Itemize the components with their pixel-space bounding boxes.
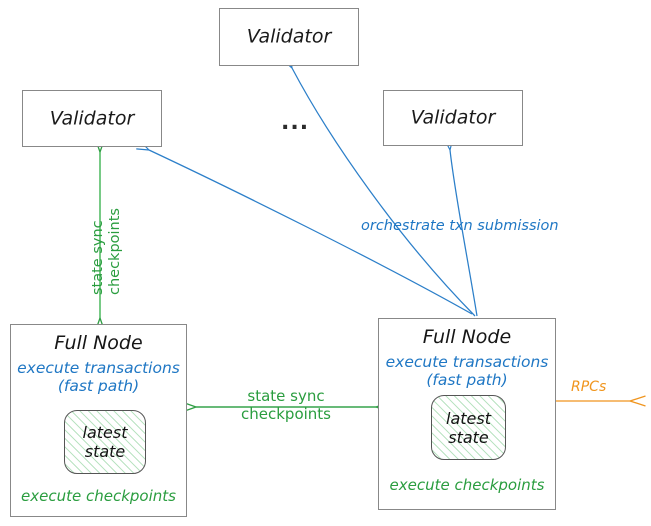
- full-node-right-blue-line2: (fast path): [426, 371, 508, 390]
- full-node-left-title: Full Node: [54, 332, 143, 354]
- latest-state-line1: latest: [446, 408, 491, 428]
- validator-ellipsis: ...: [281, 110, 310, 135]
- state-sync-vertical-line1: state sync: [90, 220, 106, 295]
- orchestrate-txn-submission-label: orchestrate txn submission: [361, 218, 559, 234]
- validator-top-box[interactable]: Validator: [219, 8, 359, 66]
- state-sync-horizontal-label-group: state sync checkpoints: [226, 387, 346, 423]
- full-node-right-blue-line1: execute transactions: [385, 352, 549, 371]
- full-node-left-blue-line2: (fast path): [57, 377, 140, 396]
- state-sync-vertical-line2: checkpoints: [107, 208, 123, 295]
- full-node-left-blue-line1: execute transactions: [17, 358, 180, 377]
- validator-top-label: Validator: [246, 25, 332, 48]
- latest-state-line1: latest: [82, 422, 128, 442]
- full-node-left-box[interactable]: Full Node execute transactions (fast pat…: [10, 324, 187, 517]
- latest-state-line2: state: [448, 427, 489, 447]
- full-node-right-execute-checkpoints: execute checkpoints: [389, 476, 545, 494]
- validator-right-box[interactable]: Validator: [383, 90, 523, 146]
- full-node-right-title: Full Node: [422, 326, 512, 348]
- full-node-right-box[interactable]: Full Node execute transactions (fast pat…: [378, 318, 556, 510]
- state-sync-horizontal-line2: checkpoints: [241, 405, 331, 423]
- rpcs-label: RPCs: [571, 379, 607, 395]
- validator-left-label: Validator: [49, 107, 135, 129]
- latest-state-line2: state: [84, 442, 126, 461]
- state-sync-horizontal-line1: state sync: [247, 387, 325, 405]
- validator-left-box[interactable]: Validator: [22, 90, 162, 147]
- validator-right-label: Validator: [410, 106, 496, 129]
- full-node-left-execute-checkpoints: execute checkpoints: [21, 487, 176, 505]
